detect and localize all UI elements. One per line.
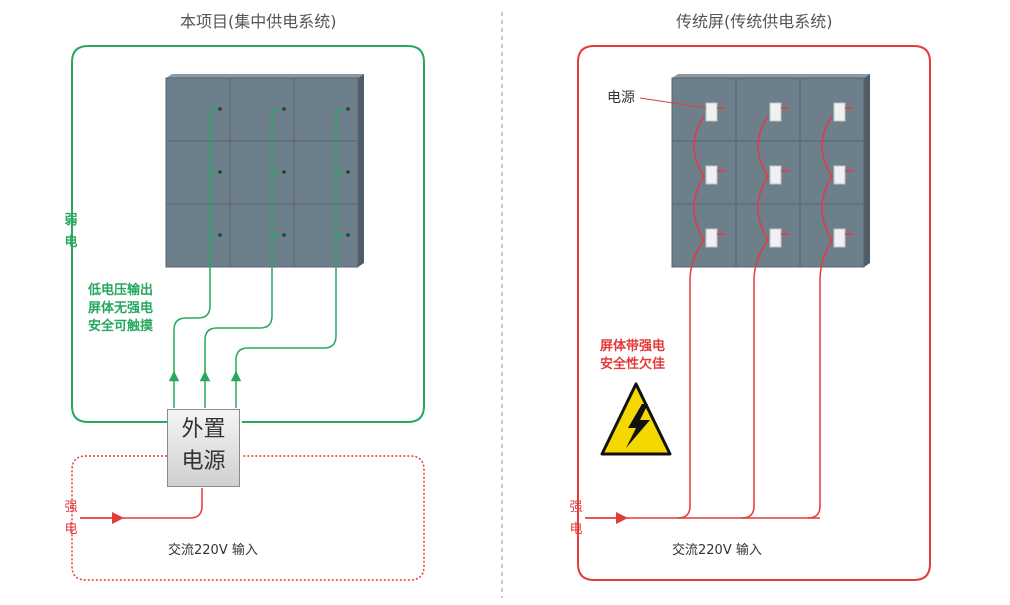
connector-dot [218,107,222,111]
psu-callout-label: 电源 [607,90,635,106]
right-strong-current-label: 强 电 [569,500,583,537]
strong-current-dotted-loop [71,455,425,581]
left-strong-current-label: 强 电 [64,500,78,537]
power-module [769,228,782,248]
power-module [833,165,846,185]
power-module [833,102,846,122]
cabinet-cell [735,140,801,205]
external-power-supply-label: 外置 电源 [181,417,226,474]
connector-dot [218,170,222,174]
low-voltage-cables [168,107,347,408]
power-module [769,102,782,122]
low-voltage-note: 低电压输出 屏体无强电 安全可触摸 [88,283,154,334]
connector-dot [218,233,222,237]
cabinet-cell [799,203,865,268]
hazard-note: 屏体带强电 安全性欠佳 [600,339,666,372]
power-module [705,102,718,122]
right-strong-current-loop [577,45,931,581]
right-ac-input-label: 交流220V 输入 [672,543,762,558]
power-module [769,165,782,185]
connector-dot [282,170,286,174]
left-ac-input-label: 交流220V 输入 [168,543,258,558]
weak-current-label: 弱 电 [64,213,78,250]
connector-dot [346,107,350,111]
right-cabinet-grid [671,74,870,268]
power-module [705,165,718,185]
cabinet-cell [671,77,737,142]
cabinet-side-face [358,74,364,267]
cabinet-top-face [166,74,364,78]
high-voltage-cables [585,97,833,524]
cabinet-cell [799,140,865,205]
cabinet-side-face [864,74,870,267]
connector-dot [282,107,286,111]
left-cabinet-grid [165,74,364,268]
power-module [705,228,718,248]
cabinet-cell [671,203,737,268]
cabinet-cell [671,140,737,205]
high-voltage-warning-icon [600,382,672,456]
power-module [833,228,846,248]
cabinet-top-face [672,74,870,78]
weak-current-loop [71,45,425,423]
external-power-supply-box [167,409,240,487]
connector-dot [282,233,286,237]
left-ac-input-line [80,488,203,524]
connector-dot [346,233,350,237]
right-panel-title: 传统屏(传统供电系统) [676,12,833,31]
cabinet-cell [735,77,801,142]
cabinet-cell [735,203,801,268]
connector-dot [346,170,350,174]
left-panel-title: 本项目(集中供电系统) [180,12,337,31]
cabinet-cell [799,77,865,142]
